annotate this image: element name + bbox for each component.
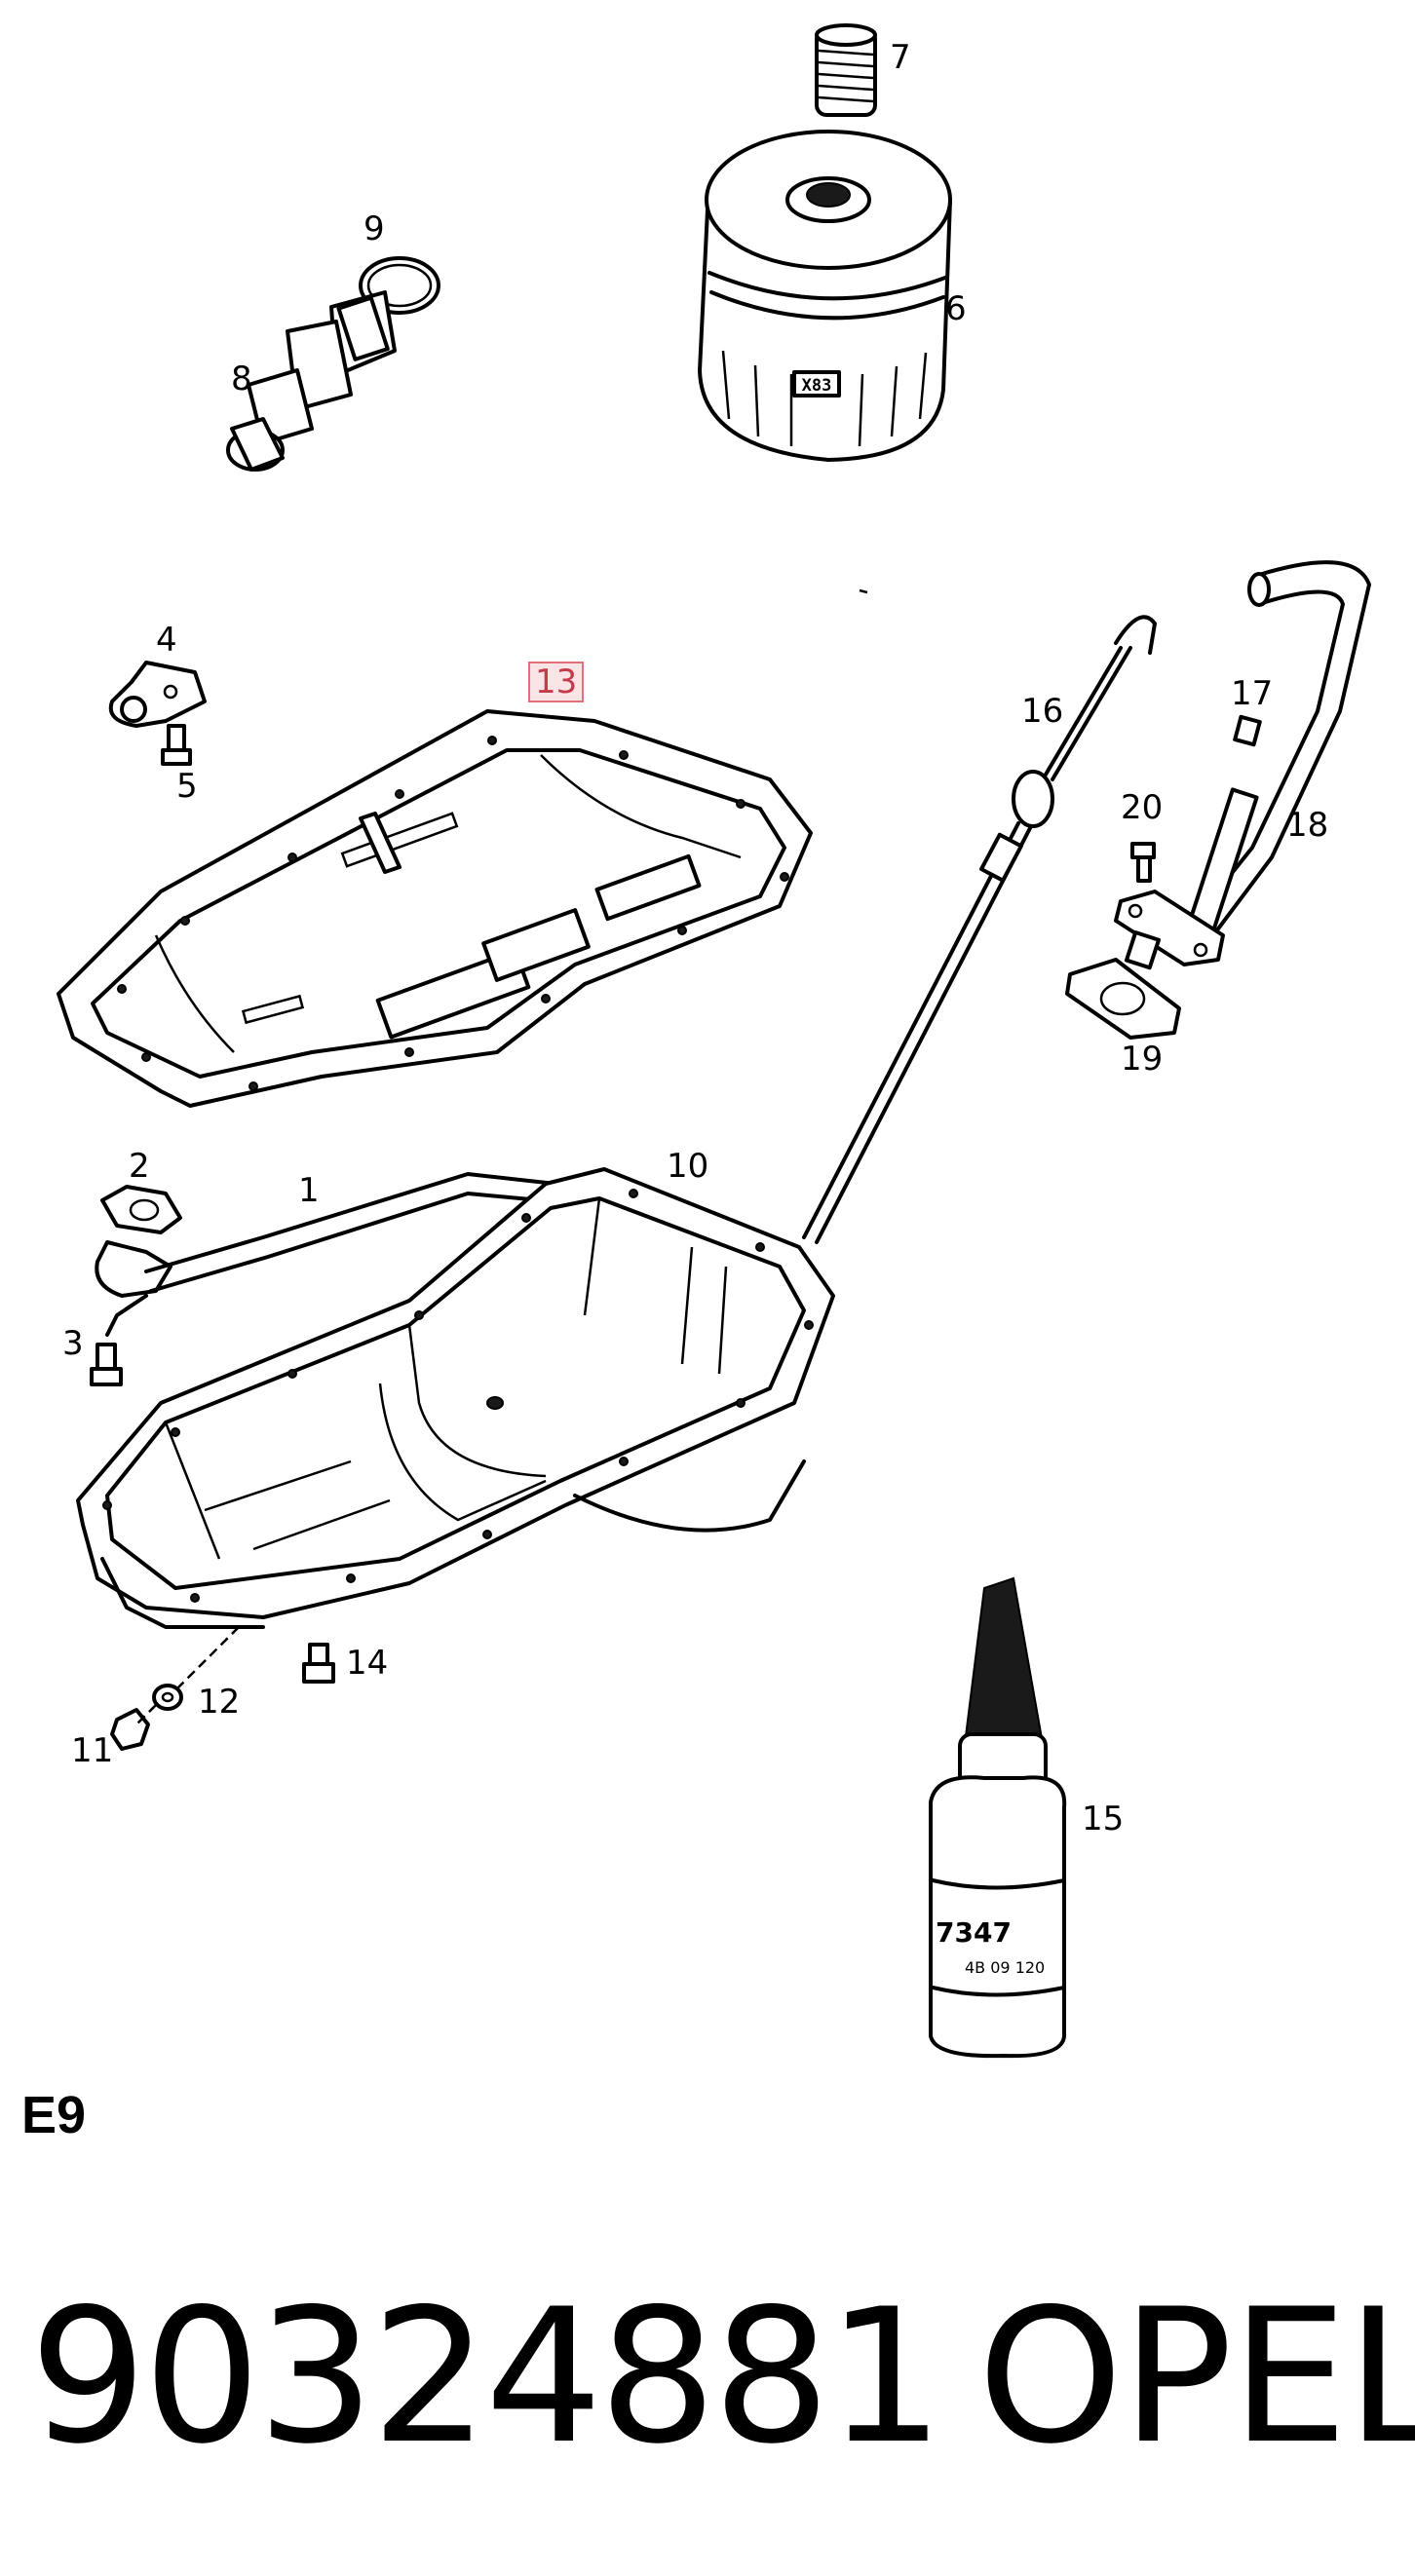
callout-9[interactable]: 9 [363, 209, 385, 248]
bottle-marking-2: 4B 09 120 [965, 1958, 1045, 1977]
part-9-o-ring [359, 256, 440, 315]
part-14-drain-plug [302, 1643, 335, 1684]
stray-mark [859, 588, 868, 594]
callout-15[interactable]: 15 [1082, 1799, 1125, 1838]
part-7-threaded-adapter [815, 23, 877, 117]
callout-20[interactable]: 20 [1121, 788, 1164, 827]
part-13-gasket [57, 709, 813, 1108]
callout-2[interactable]: 2 [129, 1147, 150, 1186]
part-2-gasket [100, 1185, 182, 1234]
callout-13[interactable]: 13 [528, 662, 585, 702]
assembly-leader [135, 1626, 240, 1725]
callout-19[interactable]: 19 [1121, 1040, 1164, 1079]
callout-14[interactable]: 14 [346, 1644, 389, 1683]
part-19-flange-gasket [1065, 958, 1181, 1040]
callout-11[interactable]: 11 [71, 1731, 114, 1770]
filter-marking: X83 [802, 376, 832, 396]
part-20-bolt [1130, 842, 1156, 883]
callout-1[interactable]: 1 [298, 1171, 320, 1210]
part-16-dipstick [802, 615, 1157, 1244]
part-1-oil-pan [76, 1167, 835, 1629]
callout-10[interactable]: 10 [667, 1147, 709, 1186]
part-8-pressure-switch [226, 290, 397, 472]
brand-name: OPEL [977, 2269, 1415, 2484]
part-5-bolt [161, 724, 192, 766]
part-15-sealant-bottle: 7347 4B 09 120 [929, 1576, 1067, 2059]
callout-5[interactable]: 5 [176, 767, 198, 806]
callout-12[interactable]: 12 [198, 1683, 241, 1722]
callout-8[interactable]: 8 [231, 360, 252, 398]
callout-7[interactable]: 7 [890, 38, 911, 77]
callout-16[interactable]: 16 [1021, 692, 1064, 731]
callout-6[interactable]: 6 [945, 289, 967, 328]
part-11-nut [110, 1708, 150, 1751]
part-18-flange [1114, 890, 1225, 970]
callout-3[interactable]: 3 [62, 1324, 84, 1363]
callout-4[interactable]: 4 [156, 621, 177, 660]
part-3-bolt [90, 1343, 123, 1386]
part-4-bracket [108, 661, 207, 728]
part-18-guide-tube [1172, 560, 1371, 958]
filter-marking-plate [792, 370, 841, 398]
callout-17[interactable]: 17 [1231, 674, 1274, 713]
part-6-oil-filter: X83 [698, 130, 952, 462]
bottle-marking-1: 7347 [936, 1916, 1012, 1949]
part-number: 90324881 [29, 2269, 944, 2484]
diagram-code: E9 [21, 2086, 87, 2144]
part-17-seal [1233, 714, 1262, 747]
callout-18[interactable]: 18 [1286, 806, 1329, 845]
part-12-washer [152, 1684, 183, 1711]
